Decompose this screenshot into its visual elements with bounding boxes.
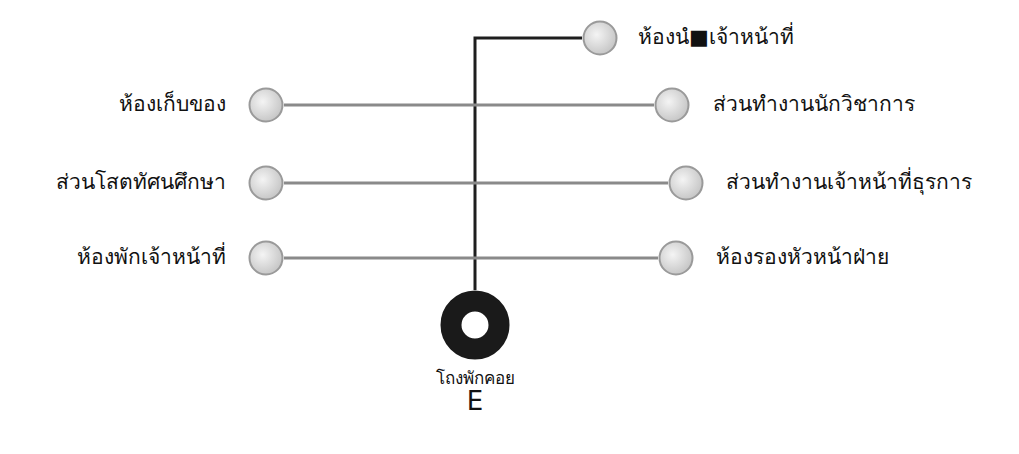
bubble-shape xyxy=(654,87,690,123)
connector-line xyxy=(284,257,658,260)
bubble-outline xyxy=(656,89,689,122)
bubble-shape xyxy=(582,20,618,56)
space-bubble: ห้องรองหัวหน้าฝ่าย xyxy=(658,240,694,276)
ring-shape xyxy=(440,290,510,360)
ring-outline xyxy=(451,301,499,349)
bubble-outline xyxy=(670,167,703,200)
bubble-shape xyxy=(668,165,704,201)
bubble-shape xyxy=(248,240,284,276)
bubble-outline xyxy=(250,167,283,200)
space-bubble: ห้องพักเจ้าหน้าที่ xyxy=(248,240,284,276)
space-label: โถงพักคอย xyxy=(436,368,515,388)
space-bubble: ส่วนทำงานเจ้าหน้าที่ธุรการ xyxy=(668,165,704,201)
hall-ring: โถงพักคอยE xyxy=(440,290,510,360)
space-label: ส่วนทำงานเจ้าหน้าที่ธุรการ xyxy=(726,170,972,195)
bubble-outline xyxy=(250,89,283,122)
space-label: ส่วนโสตทัศนศึกษา xyxy=(56,170,226,195)
space-label: ส่วนทำงานนักวิชาการ xyxy=(713,92,915,117)
space-label: ห้องรองหัวหน้าฝ่าย xyxy=(716,245,889,270)
space-label: ห้องเก็บของ xyxy=(119,92,226,117)
space-label: ห้องนํ■เจ้าหน้าที่ xyxy=(638,25,794,50)
bubble-outline xyxy=(584,22,617,55)
space-bubble: ห้องนํ■เจ้าหน้าที่ xyxy=(582,20,618,56)
bubble-shape xyxy=(248,87,284,123)
bubble-shape xyxy=(658,240,694,276)
connector-line xyxy=(475,38,582,290)
connector-line xyxy=(284,104,654,107)
bubble-outline xyxy=(250,242,283,275)
connector-line xyxy=(284,182,668,185)
entrance-mark: E xyxy=(467,386,483,417)
bubble-shape xyxy=(248,165,284,201)
bubble-outline xyxy=(660,242,693,275)
space-bubble: ส่วนโสตทัศนศึกษา xyxy=(248,165,284,201)
space-bubble: ห้องเก็บของ xyxy=(248,87,284,123)
space-bubble: ส่วนทำงานนักวิชาการ xyxy=(654,87,690,123)
space-label: ห้องพักเจ้าหน้าที่ xyxy=(77,245,226,270)
